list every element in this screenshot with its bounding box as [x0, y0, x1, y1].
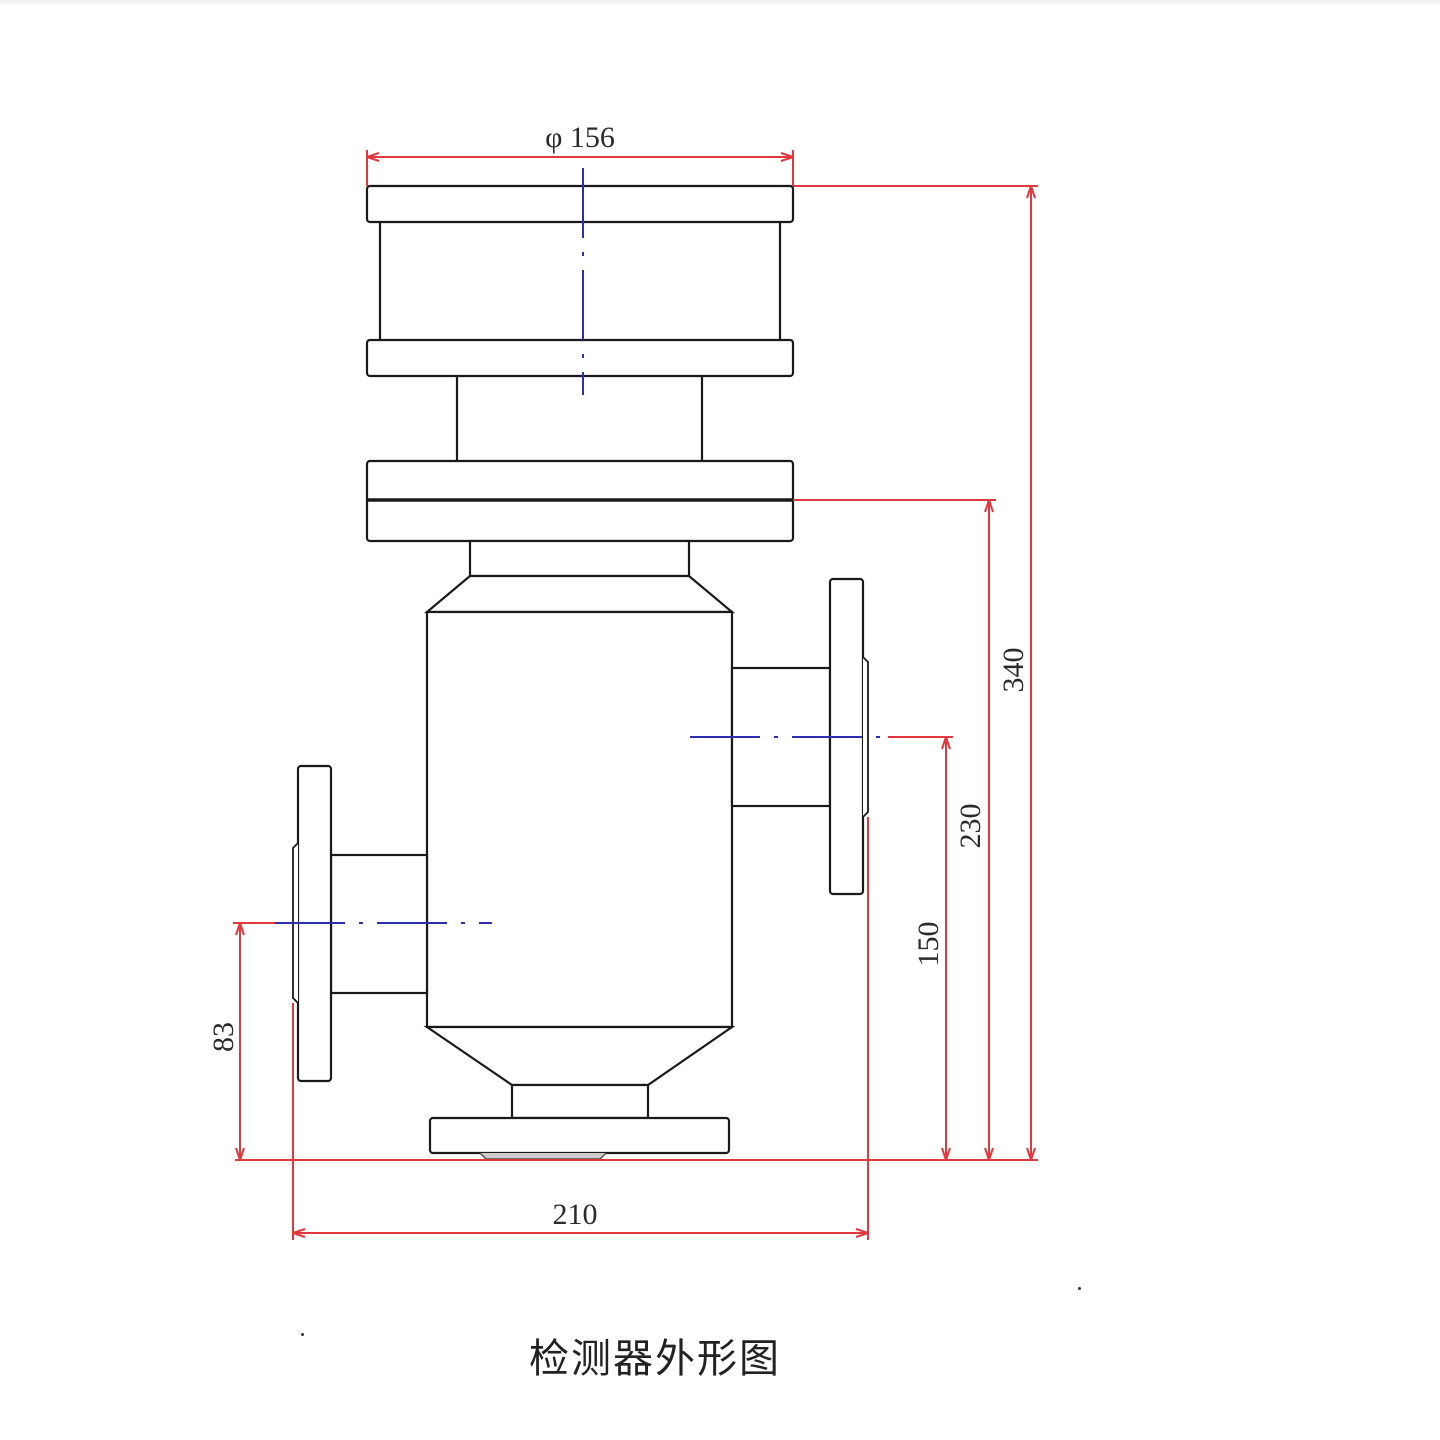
label-inlet-height: 83 [207, 1022, 240, 1052]
dim-top-arrows [366, 152, 794, 162]
housing-base-plate [365, 338, 795, 378]
lower-collar [510, 1083, 650, 1120]
upper-collar [468, 539, 691, 578]
detector-body [292, 184, 869, 1160]
main-vessel [425, 610, 734, 1029]
label-outlet-height: 150 [912, 922, 945, 967]
stray-dot-right [1078, 1287, 1081, 1290]
dimension-lines [233, 150, 1038, 1240]
dim-340-arrows [1026, 185, 1036, 1161]
right-nozzle-gasket [862, 656, 869, 818]
bottom-flange-gasket [479, 1152, 607, 1160]
label-top-diameter: φ 156 [545, 121, 615, 154]
stray-dot-left [301, 1333, 304, 1336]
label-overall-height: 340 [997, 648, 1030, 693]
lower-cone [423, 1025, 736, 1087]
diagram-caption: 检测器外形图 [529, 1336, 781, 1382]
dim-150-arrows [941, 736, 951, 1161]
top-cap-plate [365, 184, 795, 224]
label-flange-span: 210 [553, 1198, 598, 1231]
dimension-labels: φ 156 340 230 150 83 210 [207, 121, 1030, 1231]
bottom-flange [428, 1116, 731, 1155]
label-flange-height: 230 [954, 804, 987, 849]
dim-210-arrows [292, 1228, 869, 1238]
upper-cone [423, 574, 736, 614]
top-edge-strip [0, 0, 1440, 6]
center-lines [275, 168, 888, 924]
dim-230-arrows [984, 499, 994, 1161]
dim-83-arrows [235, 922, 245, 1161]
